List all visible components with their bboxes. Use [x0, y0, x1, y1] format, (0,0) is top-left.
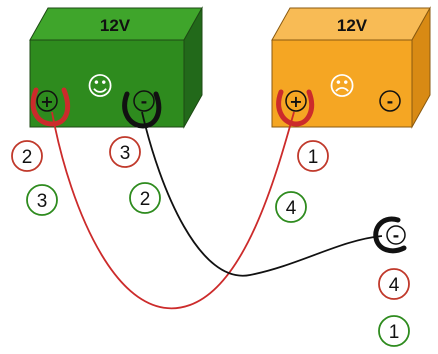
- step-circle: [11, 140, 43, 172]
- step-circle: [109, 136, 141, 168]
- step-circle: [297, 140, 329, 172]
- dead-battery-plus-sign: +: [289, 92, 302, 111]
- step-number: 2: [140, 189, 151, 210]
- step-number: 3: [120, 143, 131, 164]
- steps-dead-plus: 1 4: [275, 140, 329, 223]
- ground-minus-circle: [386, 225, 406, 245]
- good-battery-plus-terminal: [36, 90, 58, 112]
- step-circle: [275, 191, 307, 223]
- red-clamp-good-plus: [30, 87, 70, 127]
- red-cable: [51, 111, 295, 310]
- dead-battery-minus-sign: -: [387, 92, 394, 111]
- good-battery-minus-sign: -: [141, 92, 148, 111]
- dead-battery-minus-terminal: [379, 90, 401, 112]
- sad-face-icon: ☹: [328, 72, 355, 102]
- step-number: 4: [389, 275, 400, 296]
- dead-battery-voltage: 12V: [337, 16, 368, 35]
- step-circle: [129, 182, 161, 214]
- black-clamp-ground: [373, 216, 407, 254]
- good-battery-plus-sign: +: [40, 92, 53, 111]
- steps-good-plus: 2 3: [11, 140, 58, 216]
- happy-face-icon: ☺: [86, 72, 113, 102]
- step-number: 1: [308, 147, 319, 168]
- dead-battery-plus-terminal: [285, 90, 307, 112]
- step-circle: [378, 315, 410, 347]
- step-number: 2: [22, 147, 33, 168]
- step-number: 4: [286, 198, 297, 219]
- ground-clamp: -: [373, 216, 407, 254]
- black-cable: [141, 111, 383, 277]
- red-clamp-dead-plus: [276, 89, 315, 127]
- ground-minus-sign: -: [393, 226, 400, 245]
- black-clamp-good-minus: [122, 91, 162, 129]
- good-battery-voltage: 12V: [100, 16, 131, 35]
- steps-good-minus: 3 2: [109, 136, 161, 214]
- step-number: 1: [389, 322, 400, 343]
- steps-ground: 4 1: [378, 268, 410, 347]
- dead-battery: 12V ☹ + -: [271, 6, 431, 129]
- step-circle: [26, 184, 58, 216]
- dead-battery-front: [271, 39, 413, 128]
- good-battery-minus-terminal: [133, 90, 155, 112]
- good-battery: 12V ☺ + -: [29, 6, 203, 129]
- step-circle: [378, 268, 410, 300]
- step-number: 3: [37, 191, 48, 212]
